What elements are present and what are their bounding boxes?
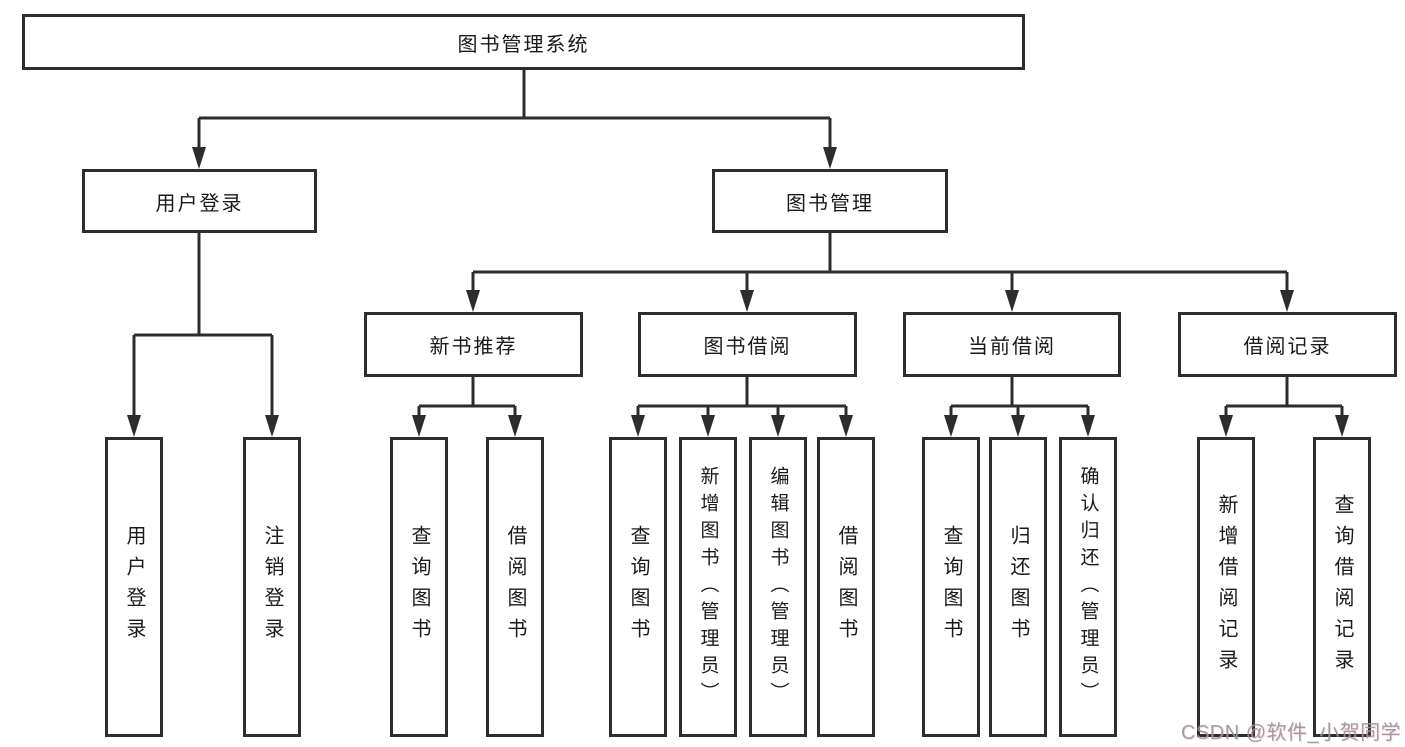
leaf-borrowing-query-books-label: 查询图书 bbox=[627, 525, 649, 649]
leaf-current-confirm-return-admin: 确认归还（管理员） bbox=[1059, 437, 1117, 737]
leaf-current-return-books: 归还图书 bbox=[989, 437, 1047, 737]
leaf-logout-label: 注销登录 bbox=[261, 525, 283, 649]
leaf-user-login: 用户登录 bbox=[105, 437, 163, 737]
leaf-recommend-query-books-label: 查询图书 bbox=[408, 525, 430, 649]
leaf-borrowing-query-books: 查询图书 bbox=[609, 437, 667, 737]
node-user-login: 用户登录 bbox=[82, 169, 317, 233]
leaf-borrowing-edit-books-admin-label: 编辑图书（管理员） bbox=[767, 465, 789, 709]
leaf-borrowing-borrow-books-label: 借阅图书 bbox=[835, 525, 857, 649]
watermark: CSDN @软件_小贺同学 bbox=[1181, 722, 1402, 744]
node-user-login-label: 用户登录 bbox=[155, 192, 244, 215]
node-current-borrowing: 当前借阅 bbox=[903, 312, 1121, 377]
node-borrowing-records-label: 借阅记录 bbox=[1243, 336, 1332, 358]
leaf-current-query-books: 查询图书 bbox=[922, 437, 980, 737]
leaf-recommend-borrow-books-label: 借阅图书 bbox=[504, 525, 526, 649]
leaf-records-add-record: 新增借阅记录 bbox=[1197, 437, 1255, 737]
leaf-recommend-borrow-books: 借阅图书 bbox=[486, 437, 544, 737]
node-root: 图书管理系统 bbox=[22, 14, 1025, 70]
node-new-book-recommend: 新书推荐 bbox=[364, 312, 583, 377]
leaf-borrowing-add-books-admin-label: 新增图书（管理员） bbox=[697, 465, 719, 709]
leaf-current-confirm-return-admin-label: 确认归还（管理员） bbox=[1077, 465, 1099, 709]
node-book-management: 图书管理 bbox=[712, 169, 948, 233]
leaf-borrowing-add-books-admin: 新增图书（管理员） bbox=[679, 437, 737, 737]
node-new-book-recommend-label: 新书推荐 bbox=[429, 336, 518, 358]
node-book-borrowing: 图书借阅 bbox=[638, 312, 857, 377]
leaf-current-query-books-label: 查询图书 bbox=[940, 525, 962, 649]
node-current-borrowing-label: 当前借阅 bbox=[968, 336, 1056, 358]
node-borrowing-records: 借阅记录 bbox=[1178, 312, 1397, 377]
node-book-management-label: 图书管理 bbox=[786, 192, 874, 215]
leaf-borrowing-edit-books-admin: 编辑图书（管理员） bbox=[749, 437, 807, 737]
leaf-records-query-record: 查询借阅记录 bbox=[1313, 437, 1371, 737]
leaf-current-return-books-label: 归还图书 bbox=[1007, 525, 1029, 649]
leaf-logout: 注销登录 bbox=[243, 437, 301, 737]
leaf-records-query-record-label: 查询借阅记录 bbox=[1331, 494, 1353, 680]
leaf-borrowing-borrow-books: 借阅图书 bbox=[817, 437, 875, 737]
node-root-label: 图书管理系统 bbox=[457, 33, 590, 56]
leaf-user-login-label: 用户登录 bbox=[123, 525, 145, 649]
node-book-borrowing-label: 图书借阅 bbox=[703, 336, 792, 358]
leaf-records-add-record-label: 新增借阅记录 bbox=[1215, 494, 1237, 680]
leaf-recommend-query-books: 查询图书 bbox=[390, 437, 448, 737]
